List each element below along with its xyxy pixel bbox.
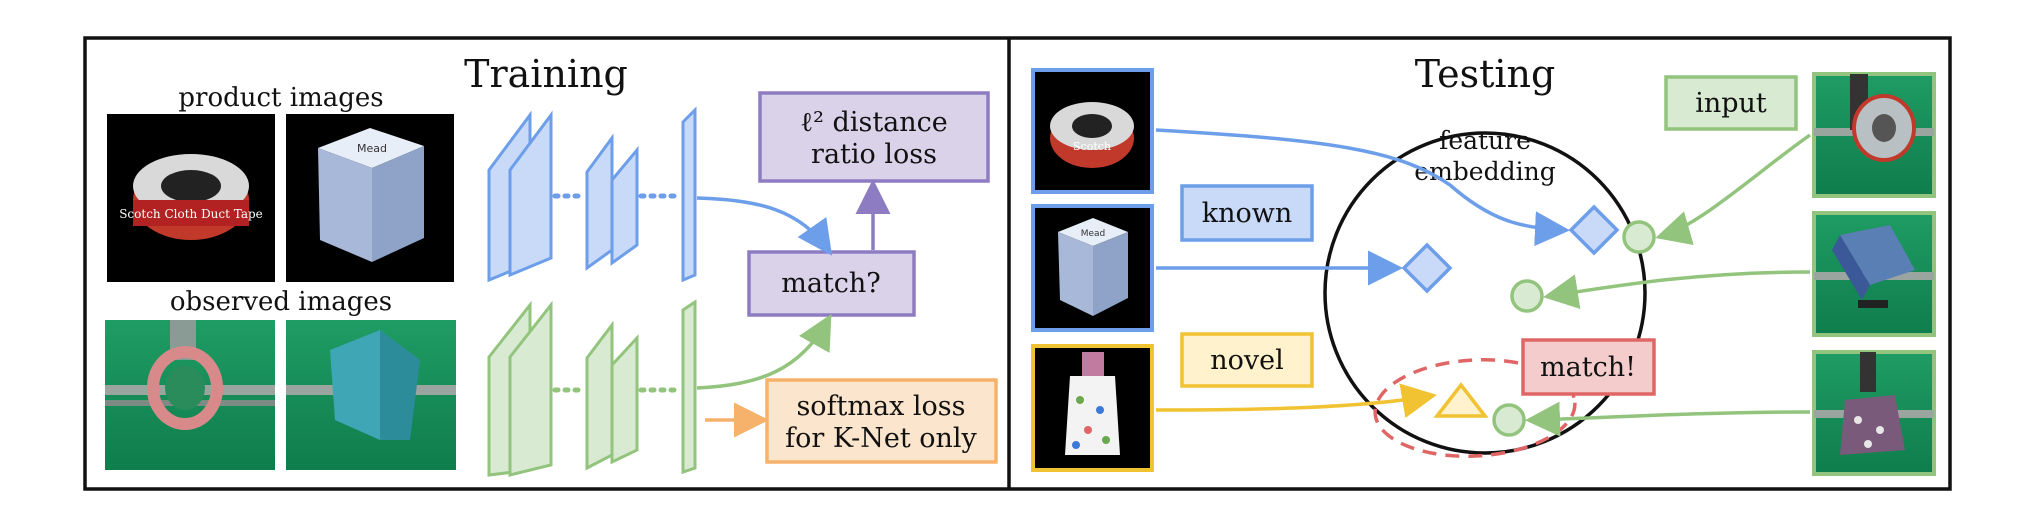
arrow-input-box-to-embedding bbox=[1543, 270, 1811, 309]
test-tape-label-text: Scotch bbox=[1073, 140, 1111, 153]
feature-embedding-line1: feature bbox=[1439, 126, 1531, 155]
outer-frame bbox=[83, 36, 1952, 491]
input-embedding-circle-3 bbox=[1492, 403, 1526, 437]
input-image-box bbox=[1812, 211, 1936, 337]
tape-label-text: Scotch Cloth Duct Tape bbox=[119, 207, 263, 221]
input-image-tape bbox=[1812, 72, 1936, 198]
novel-label: novel bbox=[1210, 345, 1284, 376]
test-image-gloves bbox=[1031, 344, 1154, 472]
known-label: known bbox=[1202, 198, 1293, 229]
test-box-label-text: Mead bbox=[1081, 229, 1106, 239]
cnn-green-branch bbox=[487, 299, 697, 477]
observed-images-label: observed images bbox=[170, 287, 392, 317]
training-title: Training bbox=[464, 52, 628, 96]
input-label-box bbox=[1664, 75, 1798, 131]
match-result-label: match! bbox=[1540, 352, 1636, 383]
match-box bbox=[747, 250, 916, 317]
observed-image-box bbox=[286, 320, 456, 470]
match-result-box bbox=[1521, 338, 1656, 396]
novel-embedding-triangle bbox=[1433, 382, 1489, 418]
product-image-tape: Scotch Cloth Duct Tape bbox=[107, 114, 275, 282]
input-image-gloves bbox=[1812, 350, 1936, 476]
input-embedding-circle-2 bbox=[1510, 279, 1544, 313]
softmax-box-line2: for K-Net only bbox=[785, 423, 977, 454]
product-image-box: Mead bbox=[286, 114, 454, 282]
feature-embedding-line2: embedding bbox=[1414, 157, 1555, 186]
known-label-box bbox=[1180, 184, 1314, 242]
test-image-tape: Scotch bbox=[1031, 68, 1154, 194]
match-dashed-ellipse bbox=[1373, 358, 1577, 458]
loss-box-line1: ℓ² distance bbox=[800, 107, 948, 138]
softmax-box-line1: softmax loss bbox=[796, 391, 965, 422]
match-box-label: match? bbox=[781, 268, 881, 299]
observed-image-tape bbox=[105, 320, 275, 470]
input-label: input bbox=[1695, 88, 1767, 119]
softmax-loss-box bbox=[765, 378, 998, 464]
box-label-text: Mead bbox=[357, 142, 387, 155]
feature-embedding-circle bbox=[1323, 131, 1647, 455]
arrow-input-gloves-to-embedding bbox=[1525, 401, 1811, 437]
arrow-green-to-match bbox=[696, 313, 832, 390]
novel-label-box bbox=[1180, 332, 1314, 388]
distance-ratio-loss-box bbox=[758, 91, 990, 183]
known-embedding-diamond-2 bbox=[1401, 242, 1453, 294]
arrow-blue-to-match bbox=[696, 196, 833, 256]
input-embedding-circle-1 bbox=[1622, 220, 1656, 254]
testing-title: Testing bbox=[1415, 52, 1556, 96]
cnn-blue-branch bbox=[487, 106, 697, 283]
arrow-input-tape-to-embedding bbox=[1655, 133, 1812, 245]
loss-box-line2: ratio loss bbox=[811, 139, 937, 170]
product-images-label: product images bbox=[178, 83, 383, 113]
test-image-box: Mead bbox=[1031, 204, 1154, 332]
arrow-gloves-to-embedding bbox=[1155, 383, 1437, 418]
known-embedding-diamond-1 bbox=[1568, 204, 1620, 256]
arrow-tape-to-embedding bbox=[1155, 128, 1570, 247]
